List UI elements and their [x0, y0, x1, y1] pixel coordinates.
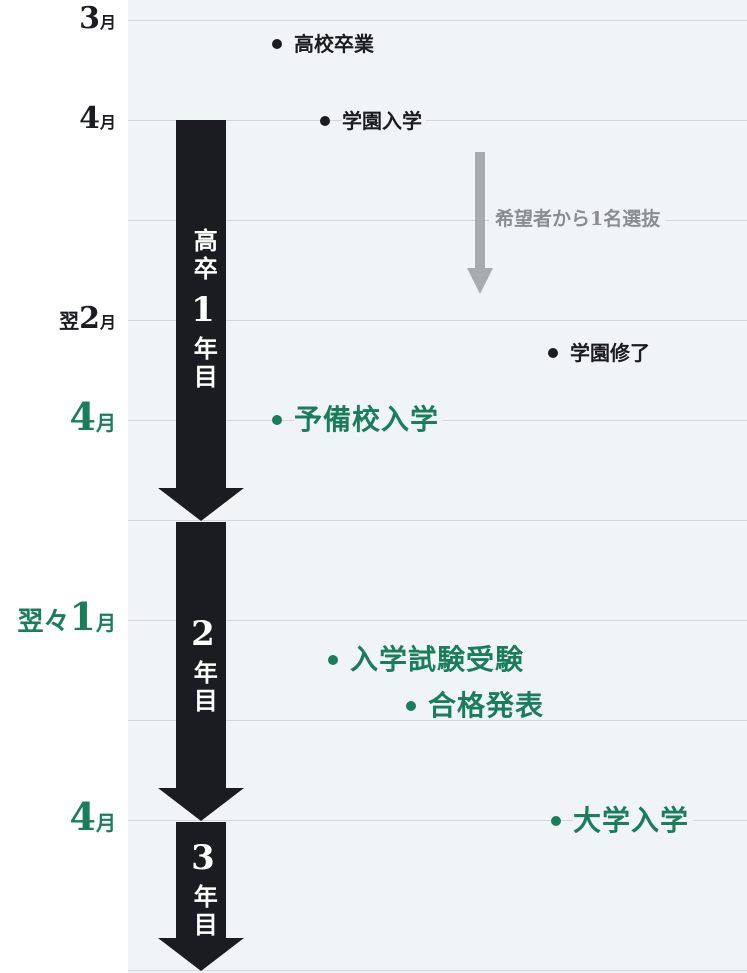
year-1-number: 1 — [191, 290, 215, 330]
year-2-label: 2 年目 — [178, 612, 228, 720]
gridline — [128, 120, 747, 121]
year-1-label: 高卒 1 年目 — [178, 224, 228, 396]
gridline — [128, 520, 747, 521]
year-1-prefix: 高卒 — [189, 228, 219, 284]
event-dot — [320, 116, 330, 126]
event-prep-school-entry: 予備校入学 — [272, 406, 444, 434]
year-3-number: 3 — [191, 838, 215, 878]
event-graduation: 高校卒業 — [272, 34, 374, 54]
year-arrows — [158, 120, 244, 971]
event-academy-complete: 学園修了 — [548, 343, 650, 363]
gridline — [128, 220, 747, 221]
gridline — [128, 620, 747, 621]
month-label-april: 4月 — [79, 101, 116, 136]
year-3-label: 3 年目 — [178, 836, 228, 944]
month-label-next-february: 翌2月 — [59, 301, 116, 336]
month-label-april-final: 4月 — [69, 794, 116, 839]
year-3-arrow — [158, 822, 244, 971]
gridline — [128, 720, 747, 721]
year-2-suffix: 年目 — [189, 660, 219, 717]
gridline — [128, 820, 747, 821]
event-dot — [272, 39, 282, 49]
event-dot — [272, 415, 282, 425]
gridline — [128, 970, 747, 971]
event-dot — [551, 816, 561, 826]
month-label-march: 3月 — [79, 1, 116, 36]
year-2-arrow — [158, 522, 244, 821]
event-entrance-exam: 入学試験受験 — [328, 646, 524, 674]
year-2-number: 2 — [191, 614, 215, 654]
event-university-entry: 大学入学 — [551, 807, 694, 835]
selection-arrow-icon — [467, 152, 493, 294]
year-1-arrow — [158, 120, 244, 521]
event-dot — [328, 655, 338, 665]
selection-note: 希望者から1名選抜 — [489, 208, 667, 231]
month-label-year-after-next-january: 翌々1月 — [17, 594, 116, 639]
gridline — [128, 320, 747, 321]
event-dot — [548, 348, 558, 358]
event-result-announcement: 合格発表 — [406, 692, 549, 720]
gridline — [128, 20, 747, 21]
event-dot — [406, 701, 416, 711]
month-label-april-green: 4月 — [69, 394, 116, 439]
year-1-suffix: 年目 — [189, 336, 219, 393]
event-academy-entry: 学園入学 — [320, 111, 426, 131]
year-3-suffix: 年目 — [189, 884, 219, 941]
